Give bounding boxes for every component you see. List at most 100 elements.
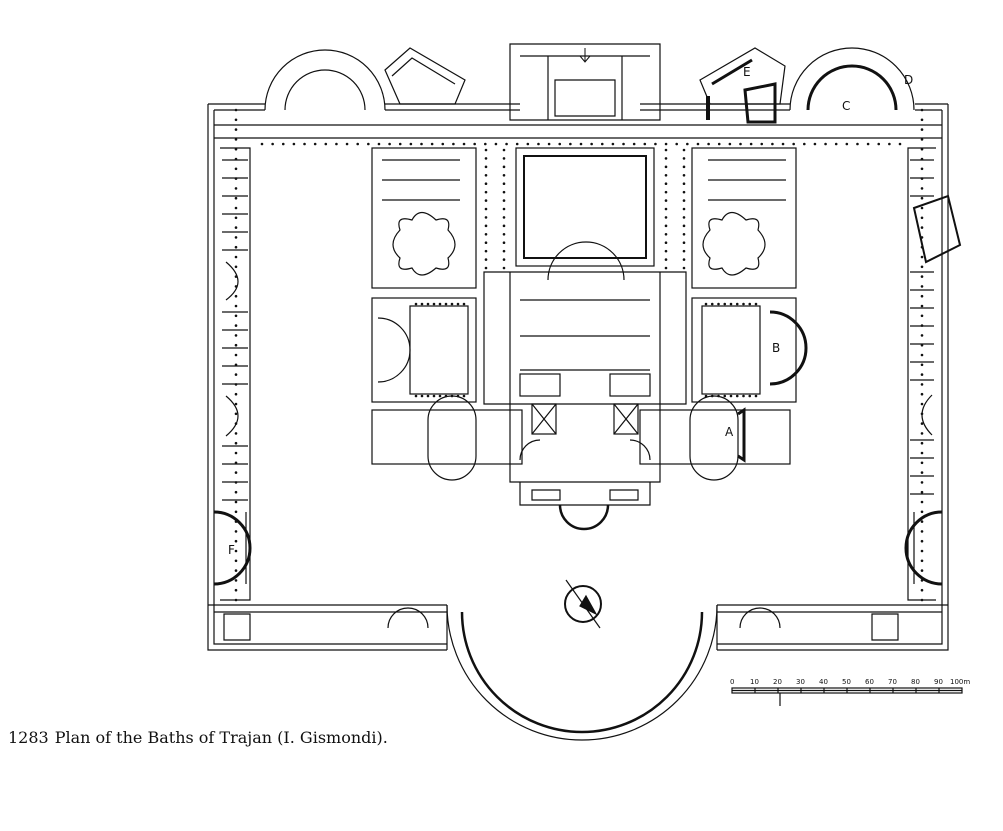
column-dot xyxy=(771,142,774,146)
column-dot xyxy=(234,412,238,416)
column-dot xyxy=(462,394,466,398)
column-dot xyxy=(502,224,506,228)
column-dot xyxy=(234,265,238,269)
scale-tick: 10 xyxy=(750,678,759,686)
column-dot xyxy=(704,394,708,398)
column-dot xyxy=(920,579,924,582)
column-dot xyxy=(735,394,739,398)
column-dot xyxy=(484,157,488,160)
column-dot xyxy=(356,142,360,146)
column-dot xyxy=(234,471,238,474)
east-palaestra-block xyxy=(639,147,808,481)
column-dot xyxy=(742,302,745,306)
column-dot xyxy=(502,216,506,219)
column-dot xyxy=(420,302,424,306)
column-dot xyxy=(920,402,924,406)
column-dot xyxy=(438,394,442,398)
column-dot xyxy=(234,481,238,484)
column-dot xyxy=(234,138,238,141)
column-dot xyxy=(234,314,238,318)
column-dot xyxy=(920,324,924,327)
column-dot xyxy=(234,206,238,210)
column-dot xyxy=(920,549,924,553)
column-dot xyxy=(484,266,488,270)
column-dot xyxy=(696,142,700,146)
caption-number: 1283 xyxy=(8,728,49,747)
column-dot xyxy=(426,302,430,306)
column-dot xyxy=(271,142,274,146)
column-dot xyxy=(547,142,551,146)
column-dot xyxy=(920,412,924,416)
column-dot xyxy=(920,265,924,269)
outer-enclosure xyxy=(207,103,949,651)
column-dot xyxy=(234,334,238,337)
column-dot xyxy=(558,142,562,146)
column-dot xyxy=(502,165,506,169)
label-b: B xyxy=(772,341,780,355)
column-dot xyxy=(707,142,710,146)
column-dot xyxy=(920,481,924,484)
column-dot xyxy=(920,539,924,543)
column-dot xyxy=(484,224,488,228)
column-dot xyxy=(234,128,238,131)
column-dot xyxy=(502,157,506,160)
column-dot xyxy=(473,142,476,146)
column-dot xyxy=(920,530,924,533)
column-dot xyxy=(484,207,488,211)
scale-tick: 0 xyxy=(730,678,734,686)
scale-tick: 20 xyxy=(773,678,782,686)
column-dot xyxy=(234,324,238,327)
column-dot xyxy=(920,255,924,259)
column-dot xyxy=(664,142,668,146)
column-dot xyxy=(234,530,238,533)
column-dot xyxy=(682,182,686,186)
column-dot xyxy=(432,394,436,398)
column-dot xyxy=(430,142,434,146)
column-dot xyxy=(234,236,238,239)
west-palaestra-block xyxy=(371,147,523,481)
column-dot xyxy=(682,207,686,211)
column-dot xyxy=(414,394,418,398)
column-dot xyxy=(920,226,924,229)
column-dot xyxy=(234,598,238,602)
column-dot xyxy=(537,142,540,146)
column-dot xyxy=(898,142,902,146)
column-dot xyxy=(502,148,506,152)
column-dot xyxy=(234,157,238,161)
column-dot xyxy=(920,363,924,367)
column-dot xyxy=(682,165,686,169)
column-dot xyxy=(682,232,686,236)
scale-tick: 80 xyxy=(911,678,920,686)
colonnades xyxy=(234,108,924,602)
column-dot xyxy=(234,255,238,259)
column-dot xyxy=(920,569,924,572)
column-dot xyxy=(748,302,752,306)
column-dot xyxy=(622,142,625,146)
column-dot xyxy=(484,232,488,236)
scale-tick: 90 xyxy=(934,678,943,686)
column-dot xyxy=(682,199,686,202)
column-dot xyxy=(484,258,488,261)
column-dot xyxy=(494,142,498,146)
column-dot xyxy=(388,142,391,146)
column-dot xyxy=(866,142,870,146)
column-dot xyxy=(920,471,924,474)
column-dot xyxy=(484,249,488,253)
scale-tick: 50 xyxy=(842,678,851,686)
column-dot xyxy=(739,142,742,146)
column-dot xyxy=(444,394,448,398)
column-dot xyxy=(441,142,445,146)
column-dot xyxy=(760,142,764,146)
column-dot xyxy=(920,118,924,122)
column-dot xyxy=(234,373,238,376)
column-dot xyxy=(845,142,849,146)
scale-tick: 100m xyxy=(950,678,970,686)
column-dot xyxy=(234,422,238,425)
column-dot xyxy=(526,142,530,146)
column-dot xyxy=(234,569,238,572)
column-dot xyxy=(484,182,488,186)
column-dot xyxy=(920,285,924,288)
column-dot xyxy=(664,182,668,186)
column-dot xyxy=(682,216,686,219)
